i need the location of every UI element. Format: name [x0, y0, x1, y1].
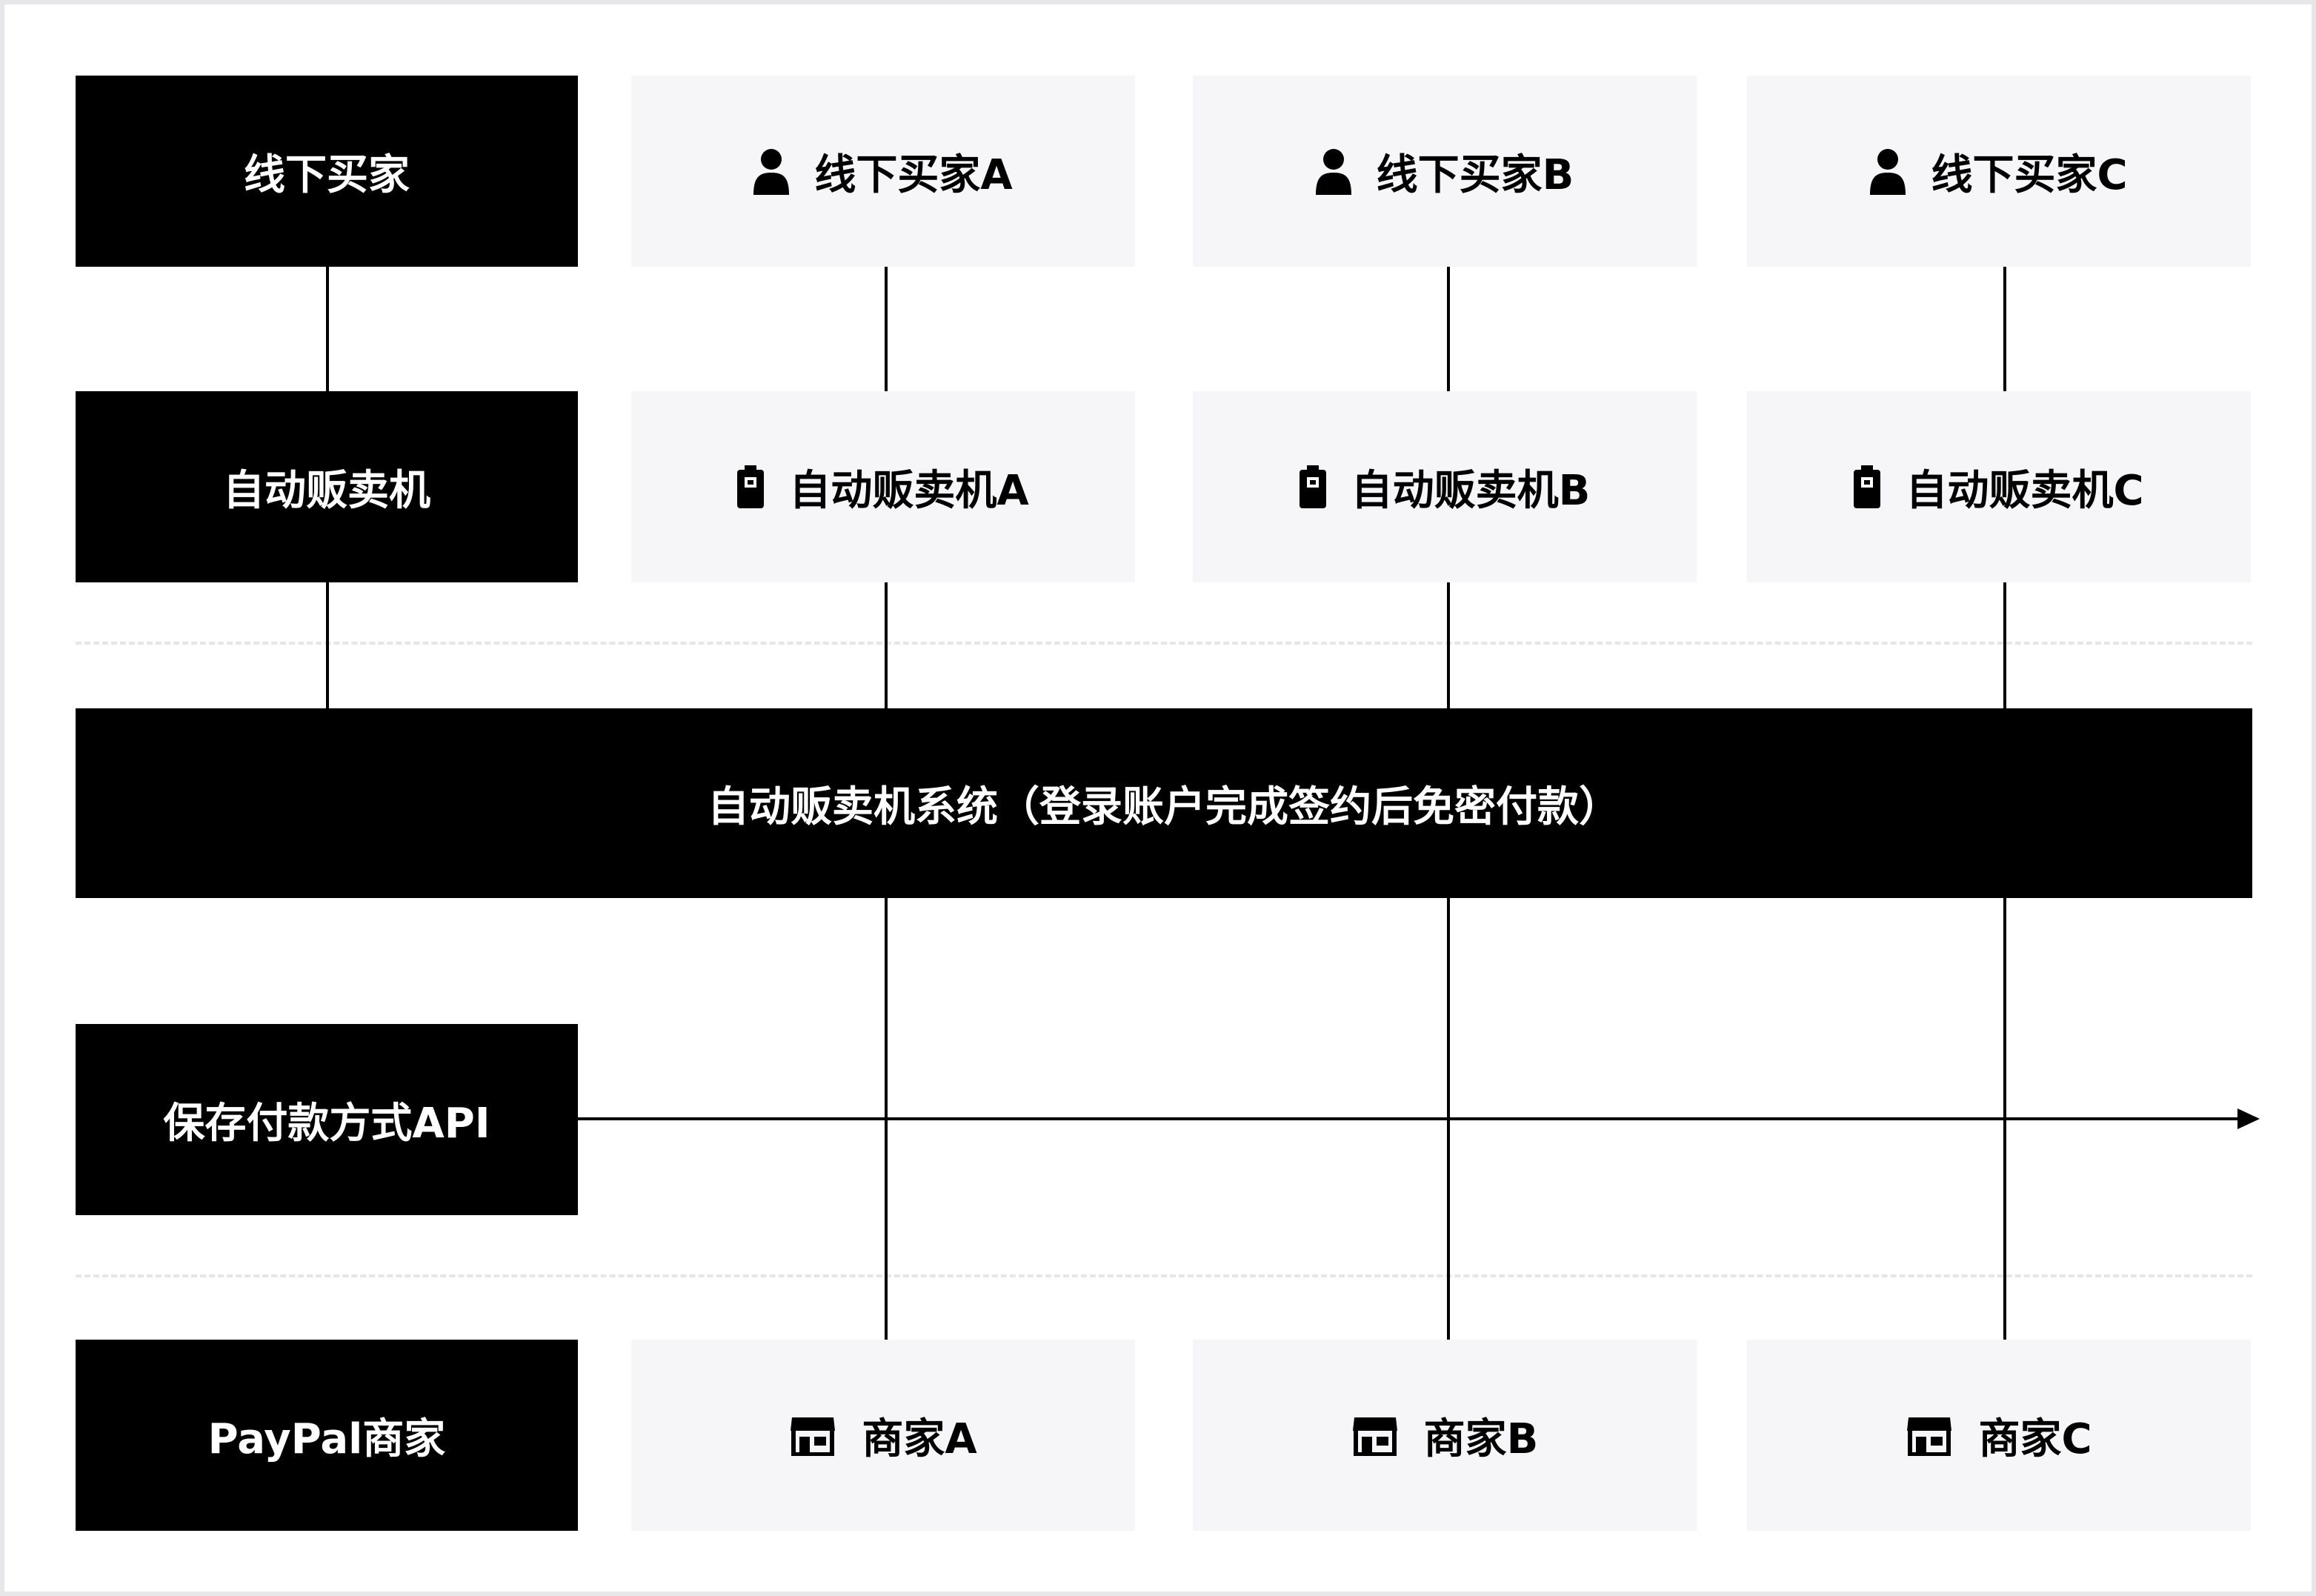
store-icon: [1351, 1414, 1399, 1456]
row-label-vending: 自动贩卖机: [76, 391, 578, 582]
vending-a-box: 自动贩卖机A: [631, 391, 1135, 582]
connector-column-b-middle: [1447, 582, 1450, 708]
store-icon: [789, 1414, 836, 1456]
vending-a-label: 自动贩卖机A: [789, 466, 1029, 515]
store-icon: [1906, 1414, 1953, 1456]
connector-column-c-top: [2003, 267, 2006, 393]
merchant-c-label: 商家C: [1978, 1414, 2092, 1463]
merchant-c-box: 商家C: [1747, 1340, 2251, 1531]
person-icon: [1870, 147, 1906, 195]
buyer-c-label: 线下买家C: [1931, 150, 2128, 199]
vending-c-label: 自动贩卖机C: [1906, 466, 2144, 515]
row-label-buyer-text: 线下买家: [244, 150, 410, 199]
vending-machine-icon: [737, 465, 765, 508]
connector-column-a-top: [885, 267, 888, 393]
merchant-a-box: 商家A: [631, 1340, 1135, 1531]
buyer-c-box: 线下买家C: [1747, 76, 2251, 267]
vending-system-bar: 自动贩卖机系统（登录账户完成签约后免密付款）: [76, 708, 2252, 898]
buyer-a-label: 线下买家A: [814, 150, 1013, 199]
separator-dashed-top: [76, 642, 2252, 645]
vending-machine-icon: [1299, 465, 1326, 508]
connector-column-a-middle: [885, 582, 888, 708]
vending-machine-icon: [1854, 465, 1881, 508]
vending-b-label: 自动贩卖机B: [1351, 466, 1591, 515]
merchant-b-label: 商家B: [1423, 1414, 1539, 1463]
connector-column-c-middle: [2003, 582, 2006, 708]
api-flow-arrow: [578, 1108, 2260, 1129]
vending-b-box: 自动贩卖机B: [1193, 391, 1697, 582]
row-label-api: 保存付款方式API: [76, 1024, 578, 1215]
connector-vending-system-label: [326, 582, 329, 708]
row-label-merchant: PayPal商家: [76, 1340, 578, 1531]
buyer-b-label: 线下买家B: [1376, 150, 1574, 199]
row-label-vending-text: 自动贩卖机: [223, 466, 430, 515]
row-label-merchant-text: PayPal商家: [207, 1414, 446, 1463]
row-label-api-text: 保存付款方式API: [163, 1099, 490, 1148]
connector-column-b-top: [1447, 267, 1450, 393]
merchant-b-box: 商家B: [1193, 1340, 1697, 1531]
buyer-a-box: 线下买家A: [631, 76, 1135, 267]
person-icon: [753, 147, 790, 195]
row-label-buyer: 线下买家: [76, 76, 578, 267]
vending-system-label: 自动贩卖机系统（登录账户完成签约后免密付款）: [708, 782, 1620, 831]
merchant-a-label: 商家A: [862, 1414, 977, 1463]
person-icon: [1315, 147, 1351, 195]
separator-dashed-bottom: [76, 1274, 2252, 1277]
vending-c-box: 自动贩卖机C: [1747, 391, 2251, 582]
buyer-b-box: 线下买家B: [1193, 76, 1697, 267]
connector-buyer-vending-label: [326, 267, 329, 393]
